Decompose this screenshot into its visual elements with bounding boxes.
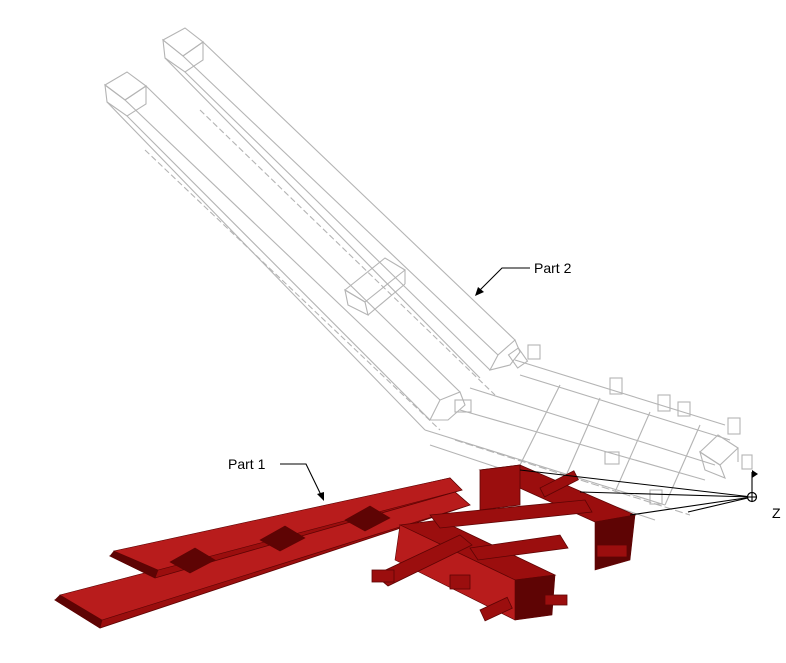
callout-part2-label: Part 2 (534, 260, 572, 276)
part2-arm-upper (162, 27, 521, 396)
part1-bars (371, 470, 628, 622)
callout-part2: Part 2 (475, 260, 572, 296)
part2-arm-lower (104, 71, 466, 431)
part1-solid (54, 464, 637, 629)
reference-leaders (519, 469, 758, 516)
part1-frame (374, 464, 637, 621)
part2-sleeve (344, 257, 406, 317)
axis-z-label: Z (772, 505, 781, 521)
part2-wireframe (104, 27, 753, 521)
callout-part1: Part 1 (228, 456, 324, 501)
part2-pegs (454, 344, 753, 505)
callout-part1-label: Part 1 (228, 456, 266, 472)
part1-rail-upper (108, 477, 463, 579)
